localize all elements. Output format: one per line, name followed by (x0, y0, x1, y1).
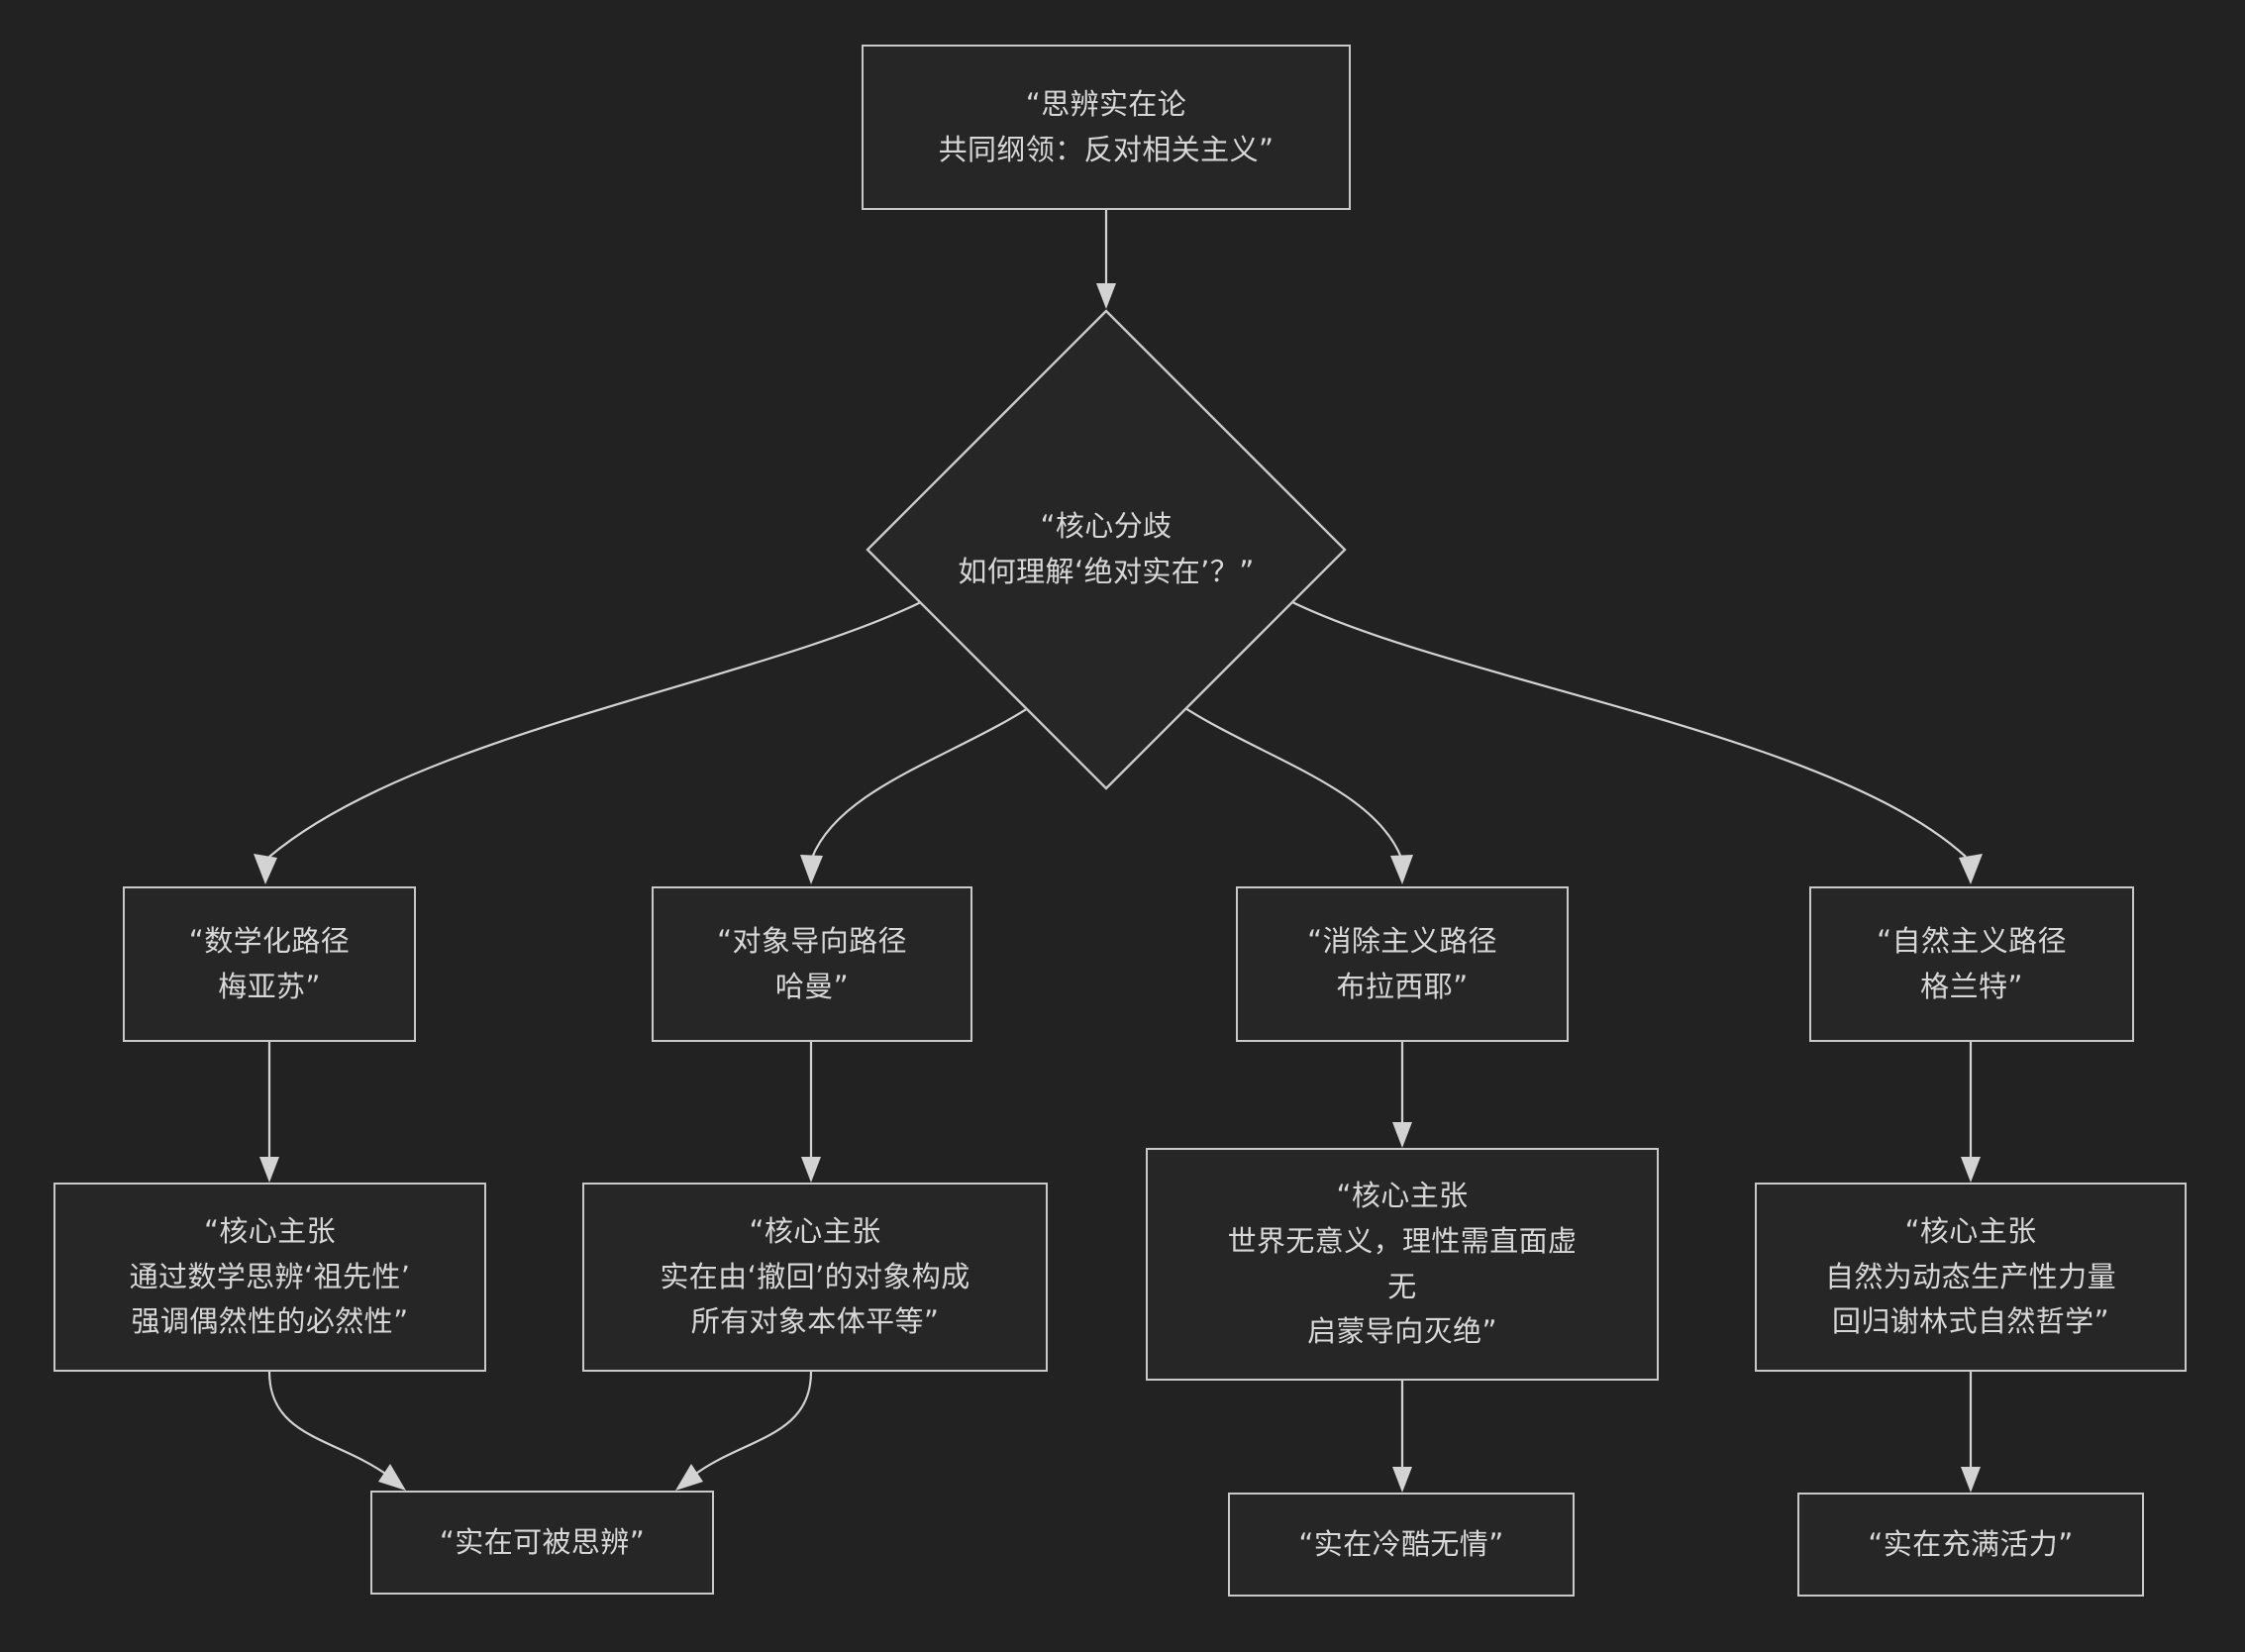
node-root[interactable]: “思辨实在论 共同纲领：反对相关主义” (862, 45, 1351, 210)
node-concl-speculable[interactable]: “实在可被思辨” (370, 1491, 714, 1595)
edge-path-naturalist-to-claim-naturalist (1961, 1042, 1981, 1183)
edge-path-eliminative-to-claim-eliminative (1392, 1042, 1412, 1148)
node-concl-speculable-label: “实在可被思辨” (439, 1524, 646, 1559)
node-root-label: “思辨实在论 共同纲领：反对相关主义” (938, 86, 1275, 166)
edge-claim-object-to-concl-speculable (675, 1371, 813, 1491)
edge-claim-math-to-concl-speculable (267, 1371, 406, 1491)
node-concl-vital-label: “实在充满活力” (1868, 1526, 2074, 1561)
diamond-outline (864, 307, 1349, 792)
node-concl-vital[interactable]: “实在充满活力” (1797, 1493, 2144, 1597)
node-claim-naturalist[interactable]: “核心主张 自然为动态生产性力量 回归谢林式自然哲学” (1755, 1183, 2187, 1372)
node-claim-naturalist-label: “核心主张 自然为动态生产性力量 回归谢林式自然哲学” (1824, 1213, 2116, 1339)
node-path-eliminative-label: “消除主义路径 布拉西耶” (1307, 923, 1497, 1003)
edge-claim-eliminative-to-concl-cold (1392, 1381, 1412, 1493)
node-path-eliminative[interactable]: “消除主义路径 布拉西耶” (1236, 886, 1569, 1042)
edge-path-math-to-claim-math (259, 1042, 279, 1183)
node-concl-cold[interactable]: “实在冷酷无情” (1228, 1493, 1575, 1597)
node-path-naturalist-label: “自然主义路径 格兰特” (1877, 923, 2067, 1003)
node-claim-eliminative-label: “核心主张 世界无意义，理性需直面虚 无 启蒙导向灭绝” (1227, 1178, 1578, 1349)
edge-path-object-to-claim-object (801, 1042, 821, 1183)
node-path-object[interactable]: “对象导向路径 哈曼” (652, 886, 972, 1042)
node-path-math-label: “数学化路径 梅亚苏” (188, 923, 351, 1003)
node-path-object-label: “对象导向路径 哈曼” (717, 923, 907, 1003)
node-core-question[interactable]: “核心分歧 如何理解‘绝对实在’？” (864, 307, 1349, 792)
node-claim-eliminative[interactable]: “核心主张 世界无意义，理性需直面虚 无 启蒙导向灭绝” (1146, 1148, 1659, 1381)
node-core-question-text: “核心分歧 如何理解‘绝对实在’？” (864, 307, 1349, 792)
edge-core-question-to-path-math (254, 601, 922, 884)
node-path-math[interactable]: “数学化路径 梅亚苏” (123, 886, 416, 1042)
edge-root-to-core-question (1096, 210, 1116, 309)
edge-claim-naturalist-to-concl-vital (1961, 1372, 1981, 1493)
node-concl-cold-label: “实在冷酷无情” (1298, 1526, 1504, 1561)
node-claim-math[interactable]: “核心主张 通过数学思辨‘祖先性’ 强调偶然性的必然性” (53, 1183, 486, 1372)
node-path-naturalist[interactable]: “自然主义路径 格兰特” (1809, 886, 2134, 1042)
node-claim-math-label: “核心主张 通过数学思辨‘祖先性’ 强调偶然性的必然性” (129, 1213, 411, 1339)
node-core-question-label: “核心分歧 如何理解‘绝对实在’？” (958, 509, 1255, 588)
edge-core-question-to-path-naturalist (1291, 601, 1983, 884)
node-claim-object[interactable]: “核心主张 实在由‘撤回’的对象构成 所有对象本体平等” (582, 1183, 1048, 1372)
node-claim-object-label: “核心主张 实在由‘撤回’的对象构成 所有对象本体平等” (660, 1213, 970, 1339)
